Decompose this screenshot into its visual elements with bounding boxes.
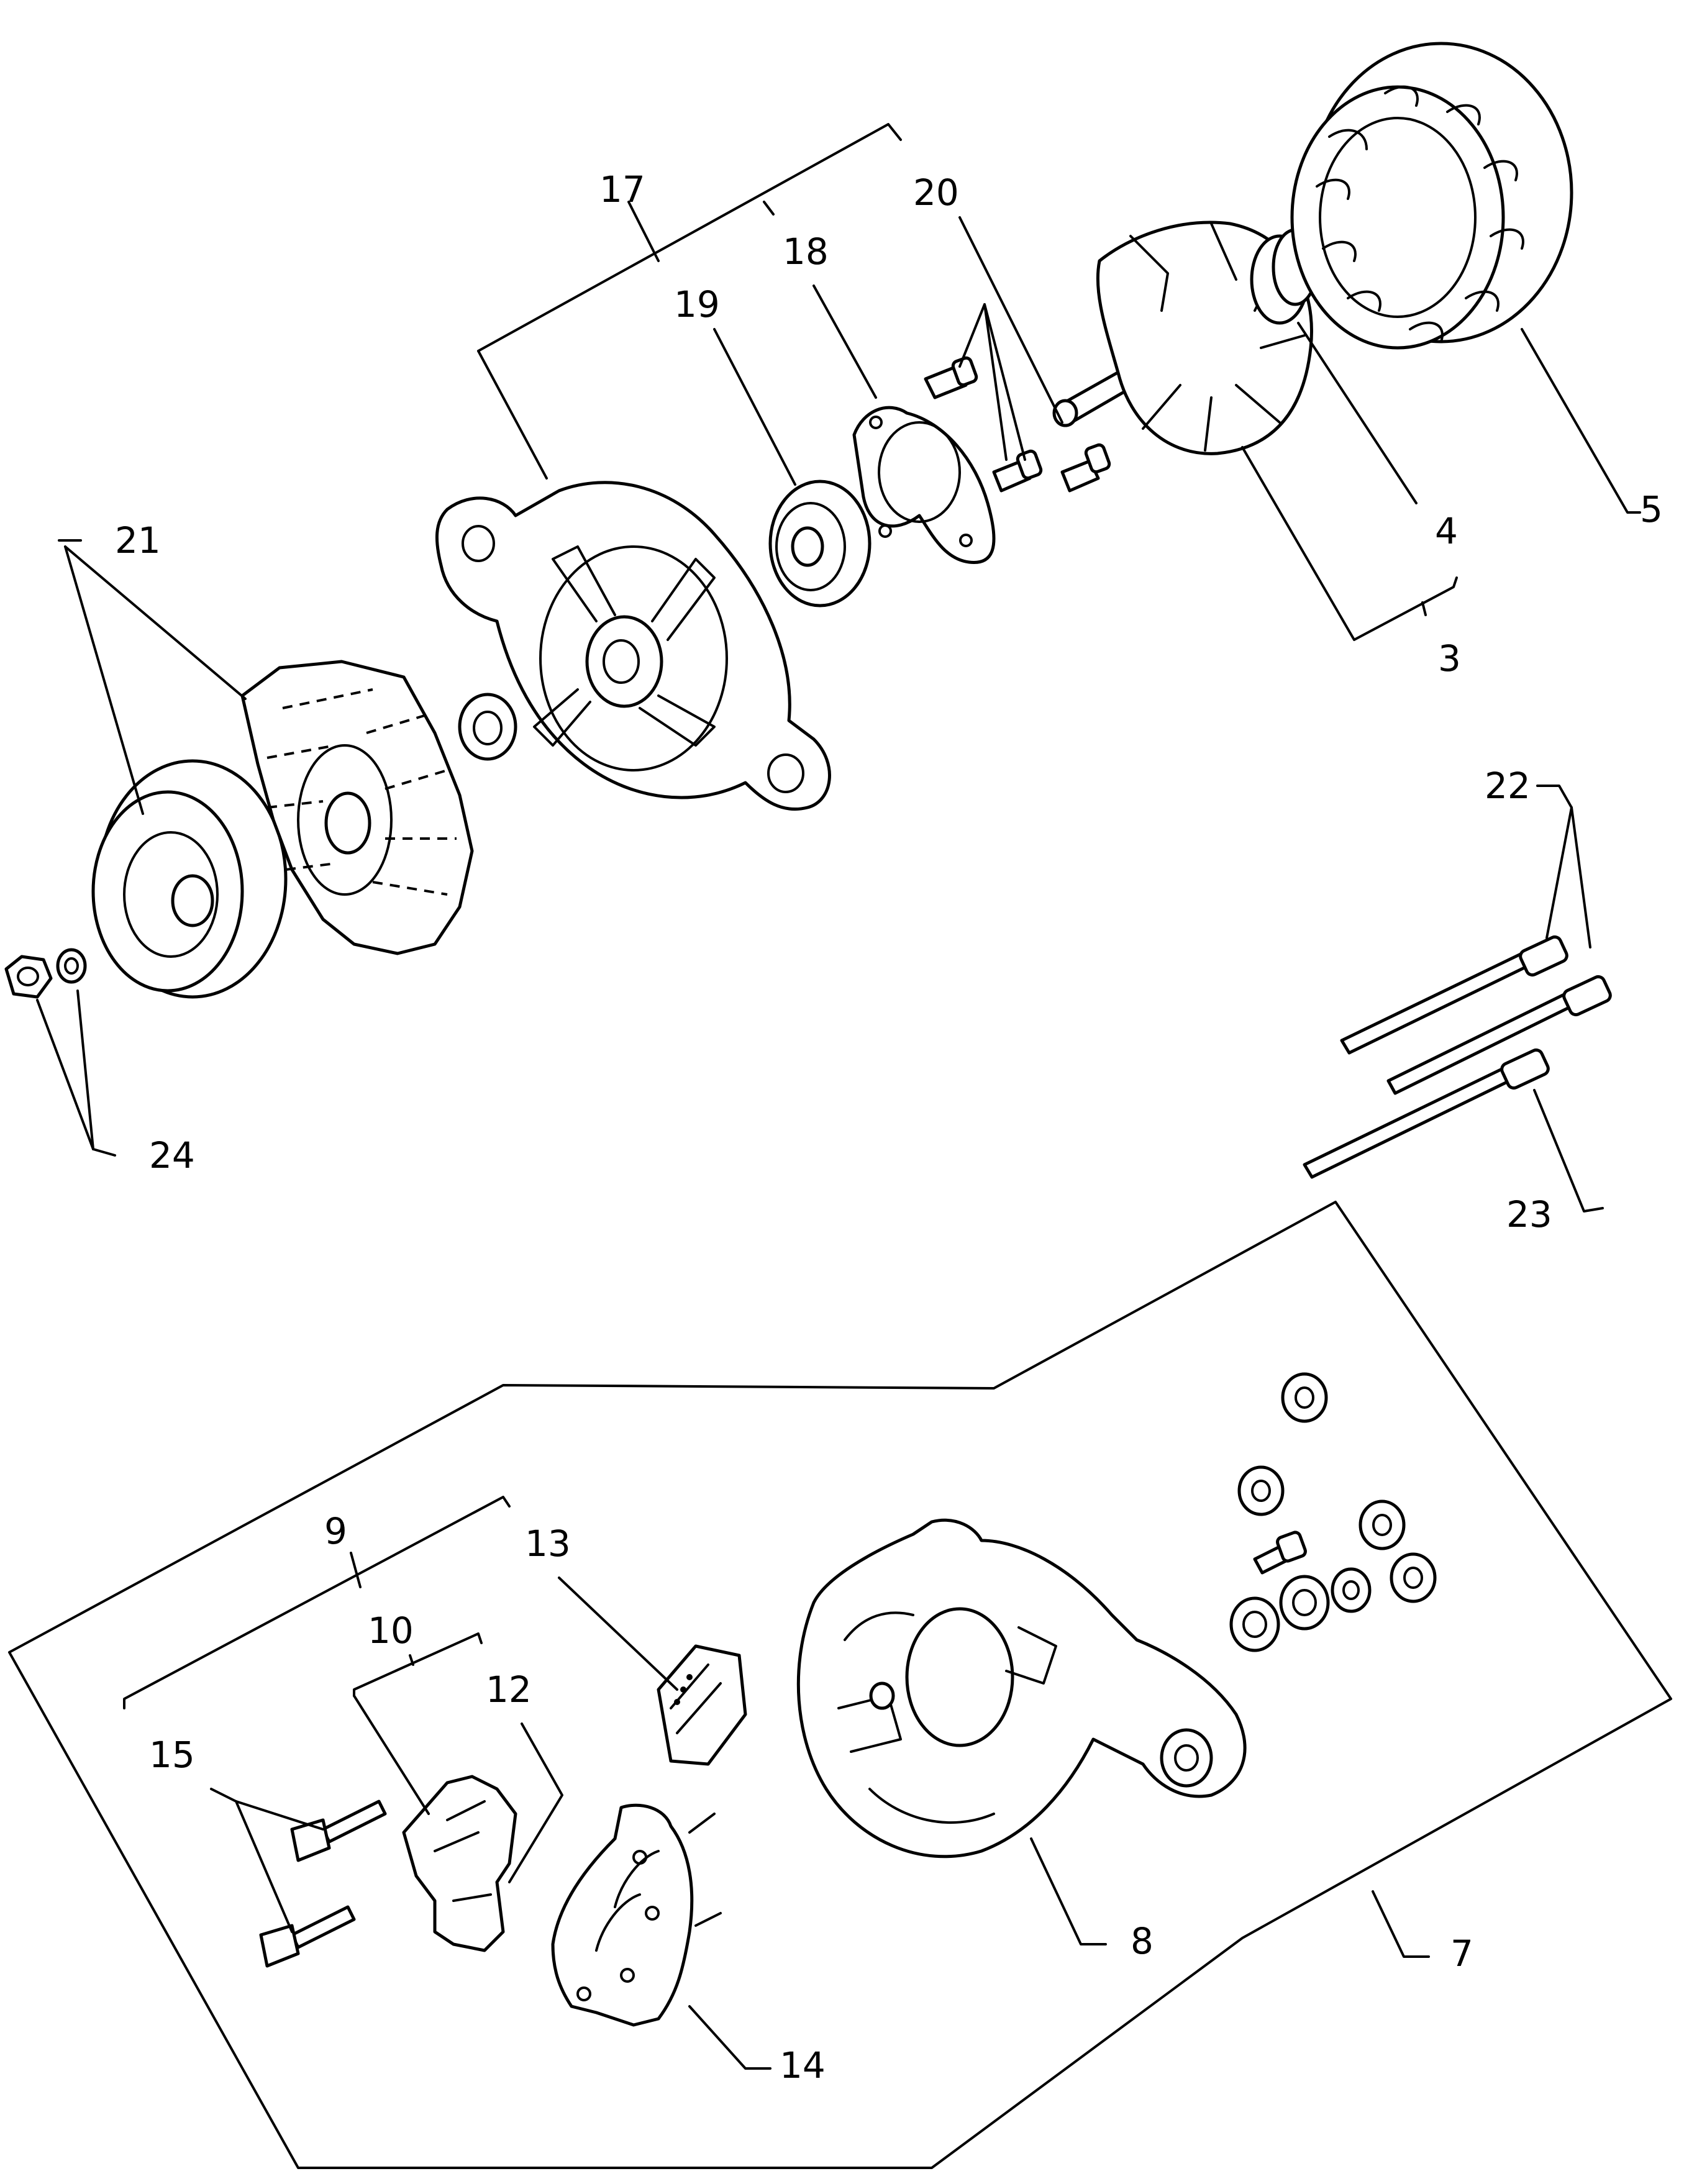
callout-5: 5 [1640, 488, 1663, 530]
callout-24: 24 [149, 1134, 195, 1176]
stator-part [1290, 42, 1573, 350]
callout-9: 9 [324, 1510, 347, 1552]
callout-15: 15 [149, 1734, 195, 1776]
regulator-screw-part [259, 1905, 356, 1968]
retainer-screw-part [924, 356, 978, 399]
brush-holder-part [657, 1644, 747, 1766]
terminal-nut-part [1390, 1552, 1437, 1603]
retainer-screw-part [992, 449, 1043, 493]
terminal-bolt-part [1253, 1531, 1307, 1575]
bearing-retainer-plate-part [852, 406, 996, 565]
bearing-part [768, 480, 872, 607]
callout-22: 22 [1485, 765, 1531, 807]
callout-7: 7 [1450, 1932, 1473, 1975]
voltage-regulator-part [402, 1775, 517, 1952]
terminal-nut-part [1281, 1372, 1328, 1423]
retainer-screw-part [1060, 443, 1111, 493]
callout-14: 14 [780, 2044, 826, 2086]
nut-part [4, 955, 53, 999]
callout-3: 3 [1438, 637, 1461, 680]
leader-lines [36, 123, 1641, 2070]
callout-19: 19 [674, 283, 720, 325]
drive-end-frame-part [435, 481, 831, 811]
callout-10: 10 [368, 1609, 414, 1652]
through-bolt-part [1340, 935, 1568, 1055]
callout-4: 4 [1435, 510, 1458, 552]
rectifier-assembly-bracket [123, 1496, 511, 1709]
spacer-collar-part [458, 693, 517, 761]
callout-20: 20 [913, 171, 959, 214]
rectifier-part [551, 1803, 722, 2027]
terminal-nut-part [1359, 1499, 1406, 1550]
pulley-part [91, 759, 288, 999]
lock-washer-part [56, 948, 87, 984]
callout-13: 13 [525, 1522, 571, 1565]
rear-housing-assembly-bracket [8, 1201, 1672, 2169]
callout-23: 23 [1506, 1193, 1552, 1235]
rotor-part [1052, 221, 1319, 455]
insulator-bushing-part [1279, 1567, 1372, 1631]
callout-21: 21 [115, 519, 161, 562]
cooling-fan-part [240, 660, 474, 955]
through-bolt-part [1386, 975, 1612, 1095]
callout-8: 8 [1131, 1920, 1154, 1962]
rear-end-frame-part [796, 1518, 1247, 1859]
terminal-nut-part [1237, 1465, 1285, 1516]
callout-18: 18 [783, 230, 829, 273]
regulator-assembly-bracket [353, 1632, 483, 1697]
callout-12: 12 [486, 1668, 532, 1711]
regulator-screw-part [290, 1800, 387, 1862]
callout-17: 17 [599, 168, 645, 211]
insulator-bushing-part [1229, 1596, 1280, 1652]
through-bolt-part [1303, 1048, 1550, 1179]
